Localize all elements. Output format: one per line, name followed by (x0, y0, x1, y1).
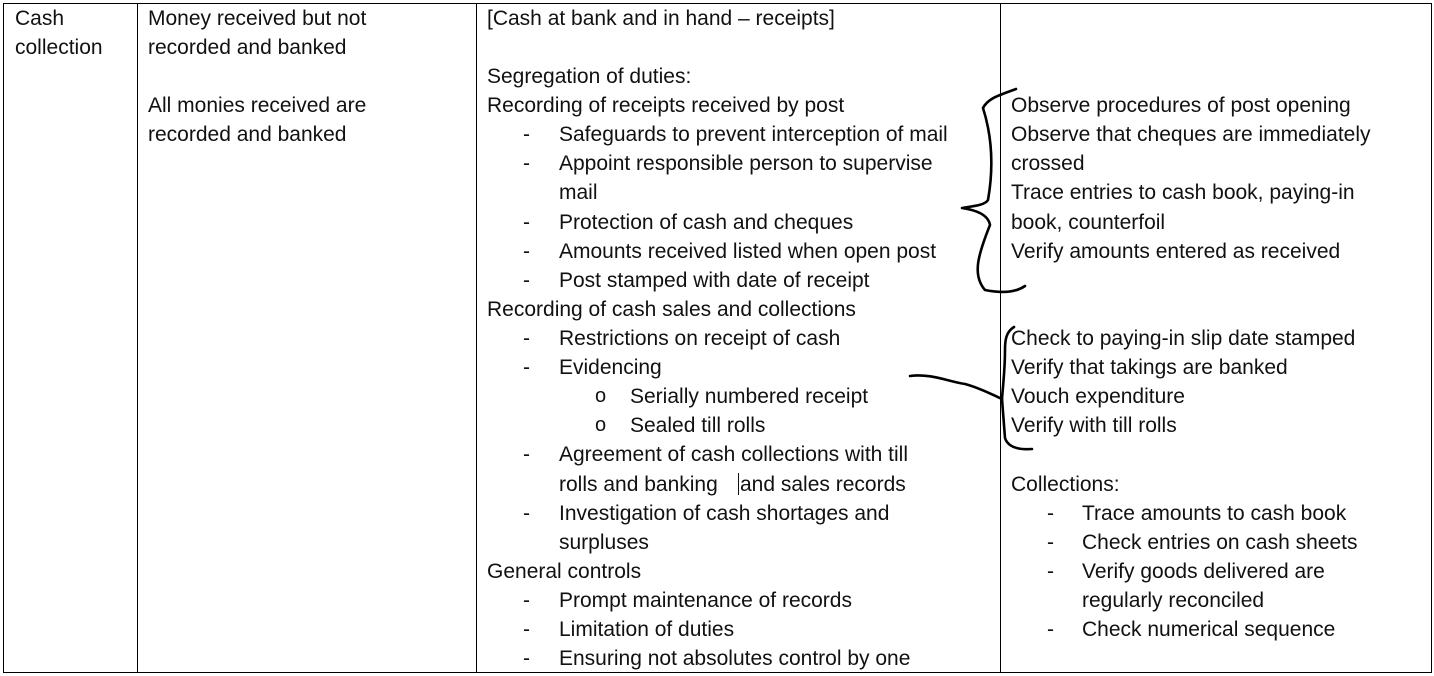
dash-marker: - (523, 327, 530, 350)
test-line: Verify amounts entered as received (1011, 240, 1341, 263)
dash-marker: - (1047, 560, 1054, 583)
area-label-line: Cash (15, 7, 65, 30)
list-item: Protection of cash and cheques (559, 211, 854, 234)
list-item: regularly reconciled (1082, 589, 1265, 612)
objective-line: All monies received are (148, 94, 367, 117)
list-item: Ensuring not absolutes control by one (559, 647, 911, 670)
list-item: Verify goods delivered are (1082, 560, 1325, 583)
test-line: Verify that takings are banked (1011, 356, 1288, 379)
sales-heading: Recording of cash sales and collections (487, 298, 856, 321)
list-item: Post stamped with date of receipt (559, 269, 870, 292)
controls-heading: [Cash at bank and in hand – receipts] (487, 7, 835, 30)
dash-marker: - (1047, 531, 1054, 554)
list-item: surpluses (559, 531, 649, 554)
sub-list-item: Sealed till rolls (630, 414, 766, 437)
dash-marker: - (523, 211, 530, 234)
text-cursor (738, 473, 739, 495)
area-label-line: collection (15, 36, 103, 59)
table-border-left (3, 3, 4, 673)
list-item: Safeguards to prevent interception of ma… (559, 123, 948, 146)
test-line: Observe procedures of post opening (1011, 94, 1351, 117)
list-item: and sales records (740, 473, 906, 496)
dash-marker: - (523, 589, 530, 612)
dash-marker: - (523, 356, 530, 379)
list-item: Agreement of cash collections with till (559, 443, 908, 466)
dash-marker: - (1047, 502, 1054, 525)
dash-marker: - (523, 123, 530, 146)
segregation-heading: Segregation of duties: (487, 65, 692, 88)
table-border-bottom (3, 672, 1432, 673)
test-line: crossed (1011, 152, 1085, 175)
ink-brace-post (960, 87, 1027, 294)
test-line: Vouch expenditure (1011, 385, 1185, 408)
dash-marker: - (523, 240, 530, 263)
test-line: Check to paying-in slip date stamped (1011, 327, 1356, 350)
dash-marker: - (523, 152, 530, 175)
dash-marker: - (523, 502, 530, 525)
general-heading: General controls (487, 560, 642, 583)
risk-line: recorded and banked (148, 36, 347, 59)
list-item: mail (559, 181, 598, 204)
test-line: Trace entries to cash book, paying-in (1011, 181, 1355, 204)
list-item: Appoint responsible person to supervise (559, 152, 933, 175)
list-item: Trace amounts to cash book (1082, 502, 1347, 525)
dash-marker: - (523, 443, 530, 466)
objective-line: recorded and banked (148, 123, 347, 146)
post-heading: Recording of receipts received by post (487, 94, 845, 117)
dash-marker: - (523, 647, 530, 670)
test-line: book, counterfoil (1011, 211, 1166, 234)
ink-connector-line (908, 374, 1004, 401)
table-border-right (1431, 3, 1432, 673)
sub-list-item: Serially numbered receipt (630, 385, 869, 408)
list-item: Limitation of duties (559, 618, 735, 641)
dash-marker: - (523, 269, 530, 292)
list-item: Prompt maintenance of records (559, 589, 852, 612)
table-divider-3 (1000, 3, 1001, 673)
list-item: Check entries on cash sheets (1082, 531, 1358, 554)
circle-bullet: o (595, 385, 607, 407)
list-item: Check numerical sequence (1082, 618, 1336, 641)
ink-brace-sales (1000, 325, 1034, 451)
collections-heading: Collections: (1011, 473, 1120, 496)
list-item: Investigation of cash shortages and (559, 502, 890, 525)
table-border-top (3, 3, 1432, 4)
table-divider-2 (476, 3, 477, 673)
list-item: Restrictions on receipt of cash (559, 327, 841, 350)
table-divider-1 (137, 3, 138, 673)
list-item: rolls and banking (559, 473, 718, 496)
dash-marker: - (1047, 618, 1054, 641)
list-item: Amounts received listed when open post (559, 240, 937, 263)
dash-marker: - (523, 618, 530, 641)
test-line: Observe that cheques are immediately (1011, 123, 1371, 146)
test-line: Verify with till rolls (1011, 414, 1177, 437)
risk-line: Money received but not (148, 7, 367, 30)
list-item: Evidencing (559, 356, 662, 379)
circle-bullet: o (595, 414, 607, 436)
